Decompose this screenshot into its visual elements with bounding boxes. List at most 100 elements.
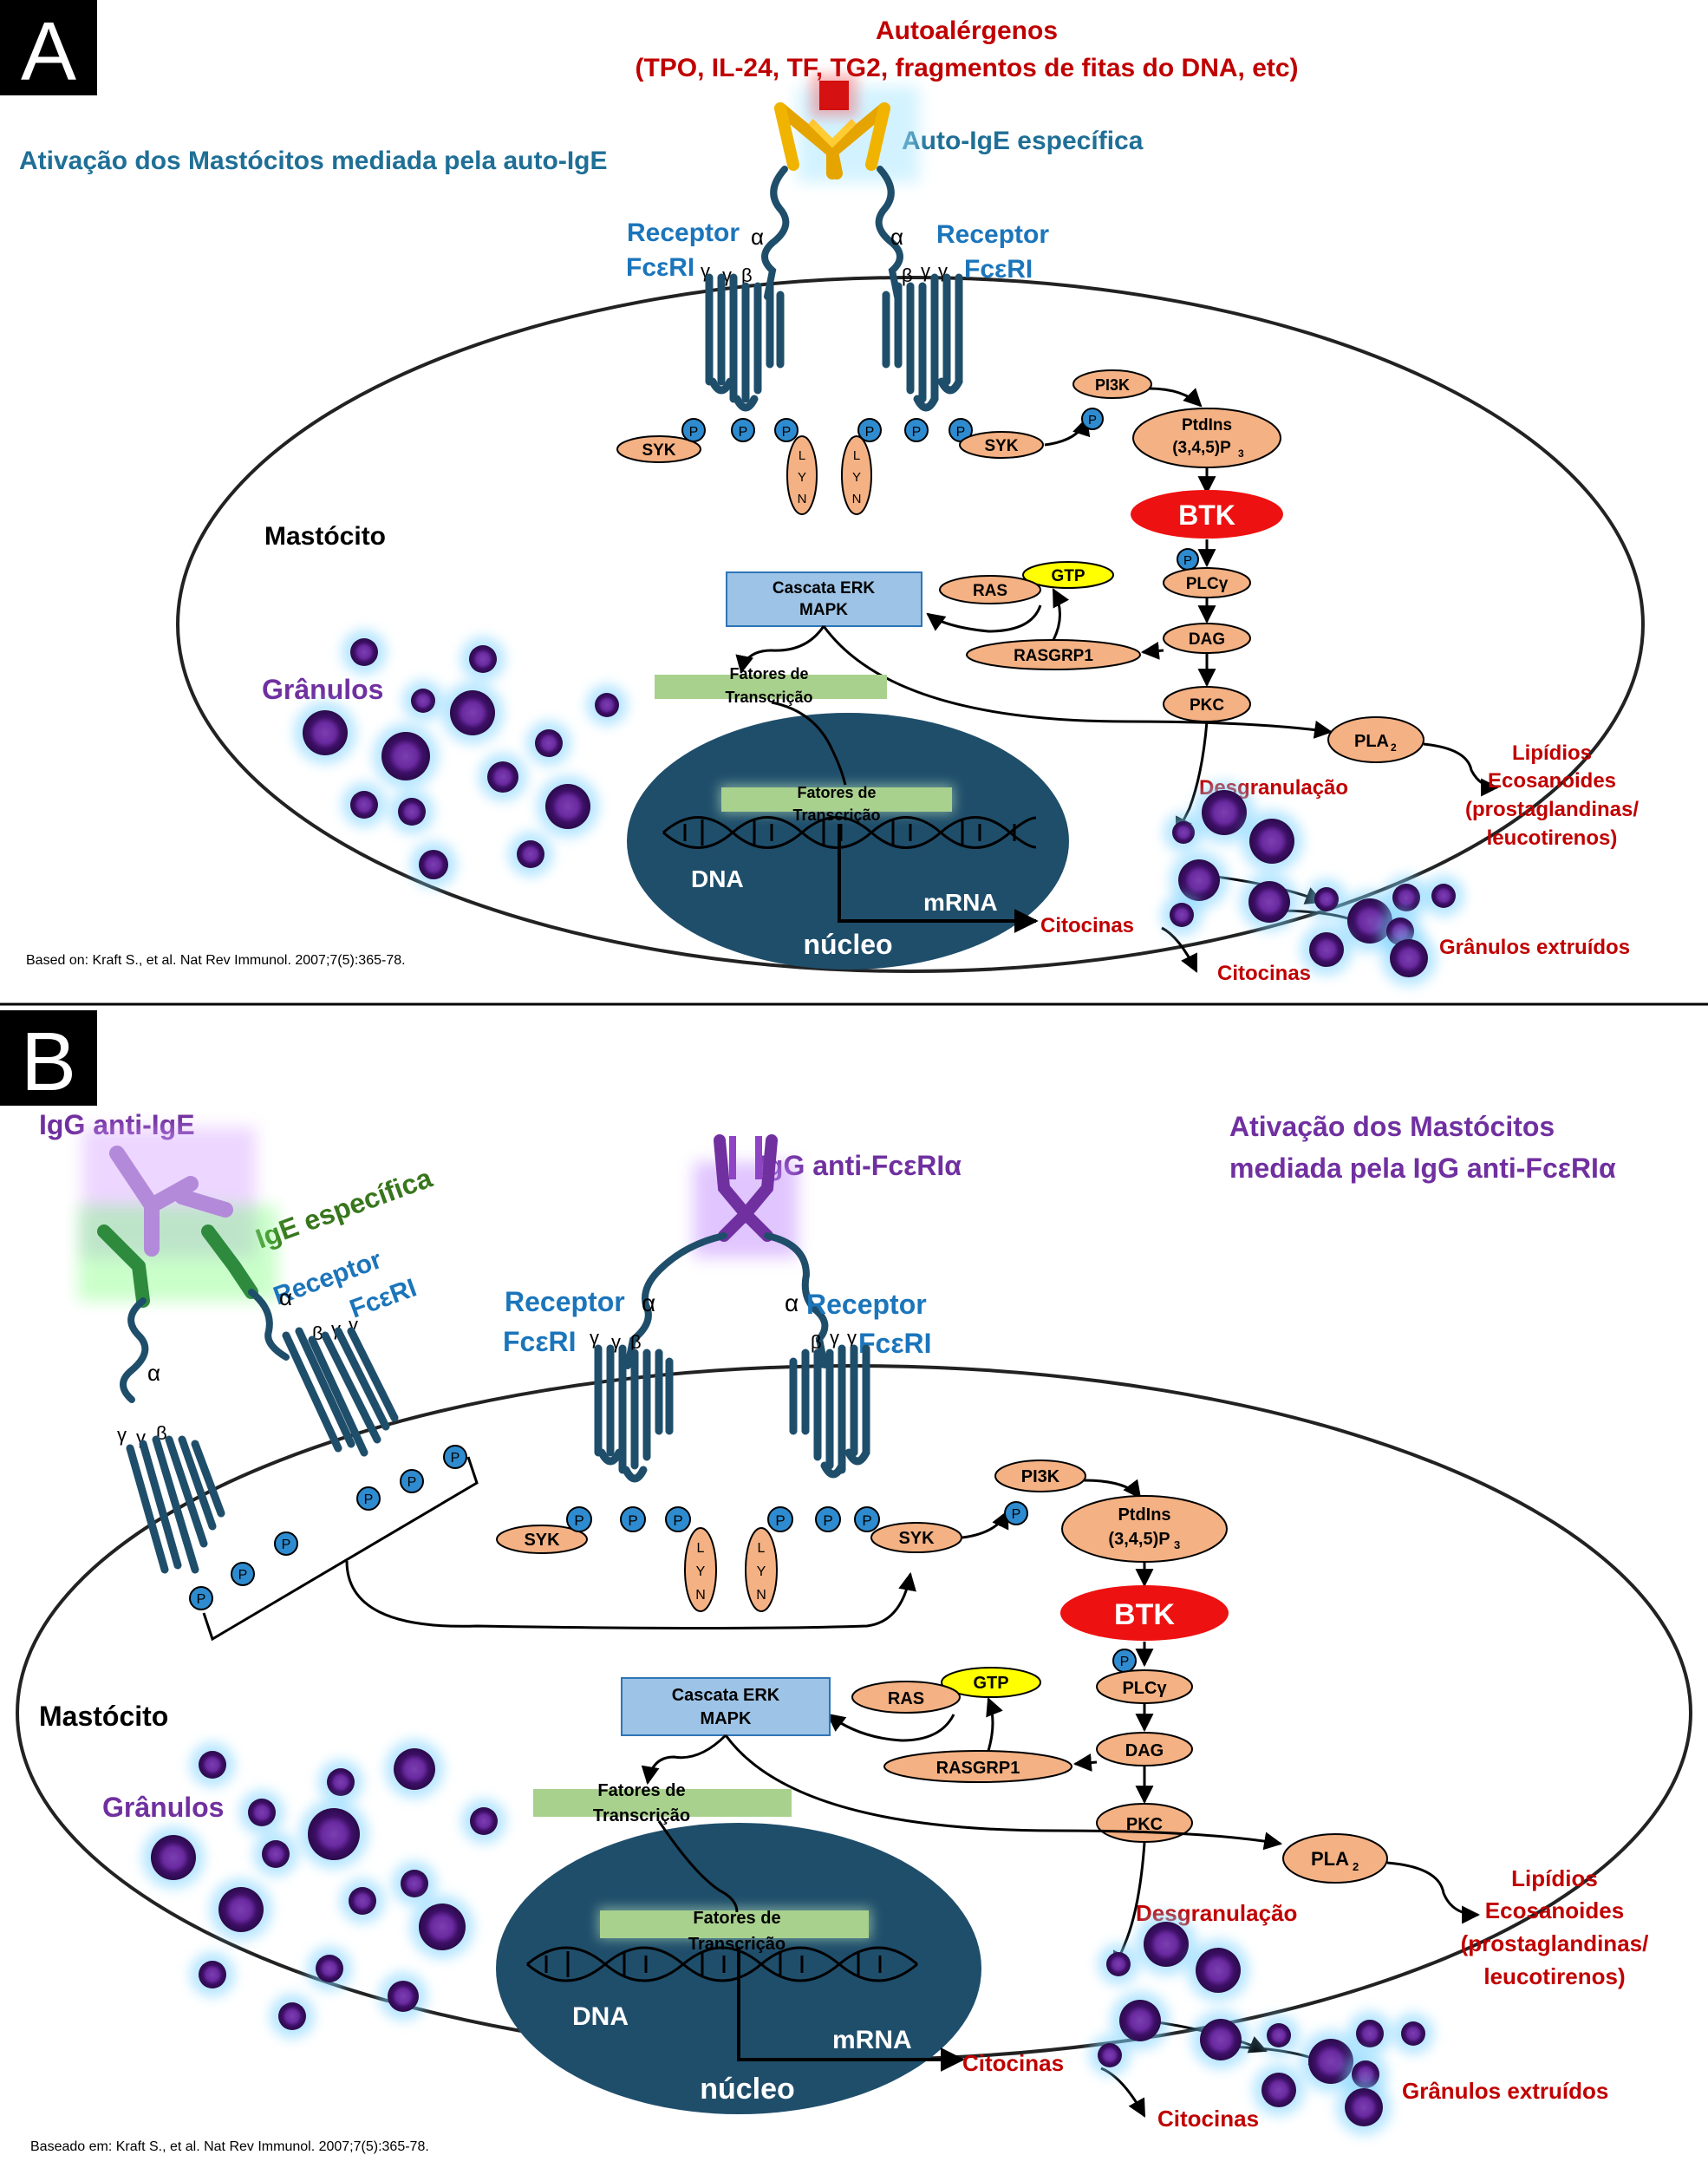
p-b-plc-label: P bbox=[1120, 1655, 1130, 1669]
alpha-b-tilted-left: α bbox=[147, 1360, 160, 1386]
granule-b-18 bbox=[1196, 1948, 1241, 1993]
granule-b-26 bbox=[1401, 2021, 1425, 2046]
gtp-a-label: GTP bbox=[1051, 567, 1085, 585]
gamma-b-t2: γ bbox=[136, 1427, 146, 1448]
pla2-b-label: PLA bbox=[1311, 1848, 1349, 1870]
lyn-a-left-y: Y bbox=[798, 470, 806, 485]
tf-a-cyto-line1: Fatores de bbox=[729, 665, 808, 682]
granule-b-27 bbox=[1345, 2088, 1383, 2126]
syk-a-right-label: SYK bbox=[984, 437, 1018, 455]
syk-a-left bbox=[616, 435, 701, 463]
panel-b: B IgG anti-IgE IgE específica IgG anti-F… bbox=[0, 1010, 1692, 2154]
granule-a-10 bbox=[398, 798, 426, 826]
p-b-1 bbox=[566, 1506, 592, 1532]
alpha-b-tilted-right: α bbox=[279, 1284, 292, 1310]
lyn-a-left-n: N bbox=[798, 492, 807, 506]
granule-b-21 bbox=[1200, 2019, 1242, 2060]
mast-cell-label-b: Mastócito bbox=[39, 1701, 168, 1732]
granule-b-12 bbox=[199, 1961, 226, 1988]
cytokines-a-1: Citocinas bbox=[1040, 914, 1134, 937]
dna-helix-b bbox=[526, 1946, 918, 1982]
granule-a-17 bbox=[1178, 859, 1220, 901]
granule-a-2 bbox=[411, 689, 435, 713]
granule-b-3 bbox=[248, 1799, 276, 1826]
receptor-word-a-left: Receptor bbox=[627, 219, 740, 247]
extruded-granules-b: Grânulos extruídos bbox=[1402, 2078, 1608, 2104]
dag-b bbox=[1096, 1732, 1193, 1766]
tf-bar-b-nuc bbox=[600, 1910, 869, 1938]
granules-label-a: Grânulos bbox=[262, 674, 383, 705]
ptdins-a-line1: PtdIns bbox=[1182, 416, 1232, 434]
granule-a-24 bbox=[1431, 884, 1456, 908]
erk-a-line2: MAPK bbox=[799, 601, 848, 619]
granule-a-4 bbox=[595, 693, 619, 717]
granule-a-1 bbox=[469, 645, 497, 673]
activation-title-a: Ativação dos Mastócitos mediada pela aut… bbox=[19, 147, 608, 175]
p-b-6 bbox=[854, 1506, 880, 1532]
p-b-5 bbox=[815, 1506, 841, 1532]
granule-a-13 bbox=[419, 850, 448, 879]
erk-a-line1: Cascata ERK bbox=[773, 579, 876, 598]
cytokines-b-2: Citocinas bbox=[1157, 2106, 1259, 2132]
ras-b-label: RAS bbox=[888, 1689, 924, 1708]
receptor-helices-b-tilted bbox=[126, 1327, 399, 1574]
gtp-b bbox=[941, 1667, 1041, 1698]
beta-b-right: β bbox=[811, 1331, 822, 1353]
lyn-a-right-y: Y bbox=[852, 470, 861, 485]
receptor-helices-b bbox=[594, 1344, 870, 1483]
receptor-word-b-right: Receptor bbox=[806, 1289, 927, 1320]
gamma-b-4: γ bbox=[847, 1327, 857, 1348]
granule-b-13 bbox=[316, 1955, 343, 1982]
gamma-b-t4: γ bbox=[349, 1314, 358, 1335]
plc-a bbox=[1163, 567, 1251, 598]
plc-b bbox=[1096, 1669, 1193, 1704]
erk-b-line2: MAPK bbox=[701, 1709, 752, 1728]
gamma-a-2: γ bbox=[722, 264, 732, 286]
tf-a-nuc-line1: Fatores de bbox=[797, 784, 876, 801]
activation-title-b-2: mediada pela IgG anti-FcεRIα bbox=[1229, 1153, 1616, 1184]
p-b-t2-label: P bbox=[238, 1568, 248, 1583]
gamma-b-2: γ bbox=[611, 1331, 621, 1353]
mrna-label-b: mRNA bbox=[832, 2026, 912, 2054]
gtp-a bbox=[1022, 561, 1114, 589]
panel-a-letter: A bbox=[21, 5, 76, 98]
cytokines-b-1: Citocinas bbox=[962, 2050, 1064, 2076]
tf-bar-b-cyto bbox=[533, 1789, 792, 1817]
granule-b-8 bbox=[401, 1870, 428, 1897]
granule-a-6 bbox=[381, 732, 430, 780]
p-b-t5 bbox=[400, 1469, 424, 1493]
btk-b-label: BTK bbox=[1114, 1598, 1175, 1631]
tf-b-nuc-line1: Fatores de bbox=[693, 1909, 780, 1928]
panel-a: A Autoalérgenos (TPO, IL-24, TF, TG2, fr… bbox=[0, 0, 1645, 986]
p-a-1 bbox=[681, 418, 706, 442]
lipids-b-line4: leucotirenos) bbox=[1483, 1963, 1625, 1989]
btk-a-label: BTK bbox=[1178, 500, 1235, 531]
p-a-pi3k-label: P bbox=[1088, 413, 1097, 428]
syk-b-left bbox=[496, 1525, 588, 1554]
granule-b-9 bbox=[218, 1887, 264, 1932]
p-b-t3-label: P bbox=[282, 1538, 291, 1552]
granule-b-0 bbox=[199, 1751, 226, 1779]
nucleus-label-a: núcleo bbox=[803, 929, 892, 960]
tf-a-nuc-line2: Transcrição bbox=[792, 806, 880, 824]
gamma-b-3: γ bbox=[830, 1327, 839, 1348]
igg-anti-ige-complex bbox=[78, 1127, 277, 1308]
receptor-name-b-left: FcεRI bbox=[503, 1326, 577, 1357]
pkc-a-label: PKC bbox=[1190, 696, 1224, 715]
lipids-b-line2: Ecosanoides bbox=[1485, 1897, 1624, 1923]
p-b-4 bbox=[767, 1506, 793, 1532]
plc-b-label: PLCγ bbox=[1122, 1679, 1167, 1698]
p-a-1-label: P bbox=[689, 425, 699, 440]
granule-a-11 bbox=[545, 784, 590, 829]
p-a-2 bbox=[731, 418, 755, 442]
lipids-b-line3: (prostaglandinas/ bbox=[1461, 1930, 1649, 1956]
rasgrp1-a-label: RASGRP1 bbox=[1014, 647, 1093, 665]
gamma-b-t1: γ bbox=[117, 1424, 127, 1446]
p-b-t4 bbox=[356, 1486, 381, 1511]
granule-b-10 bbox=[349, 1887, 376, 1915]
lipids-b-line1: Lipídios bbox=[1511, 1865, 1598, 1891]
p-b-t3 bbox=[274, 1531, 298, 1556]
granule-a-19 bbox=[1248, 881, 1290, 923]
autoallergens-list: (TPO, IL-24, TF, TG2, fragmentos de fita… bbox=[635, 54, 1298, 82]
